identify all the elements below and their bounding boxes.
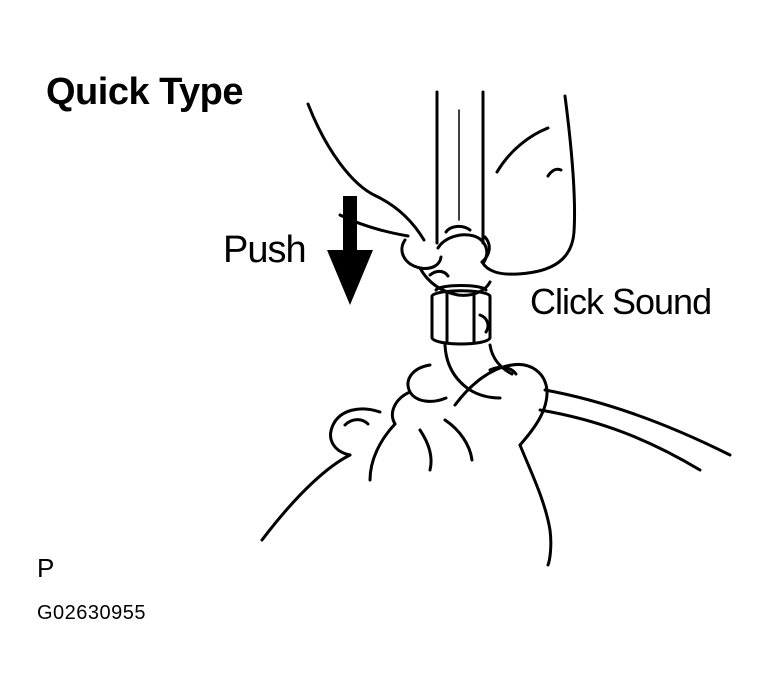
push-arrow (327, 196, 373, 305)
pipe (435, 90, 485, 245)
lower-hand (260, 362, 553, 567)
figure-code: G02630955 (37, 602, 147, 624)
reference-letter: P (37, 553, 55, 583)
diagram-title: Quick Type (46, 71, 244, 113)
connector (430, 284, 492, 346)
push-label: Push (223, 229, 307, 271)
hose (443, 343, 732, 472)
upper-hand (306, 94, 577, 297)
click-sound-label: Click Sound (530, 281, 712, 322)
